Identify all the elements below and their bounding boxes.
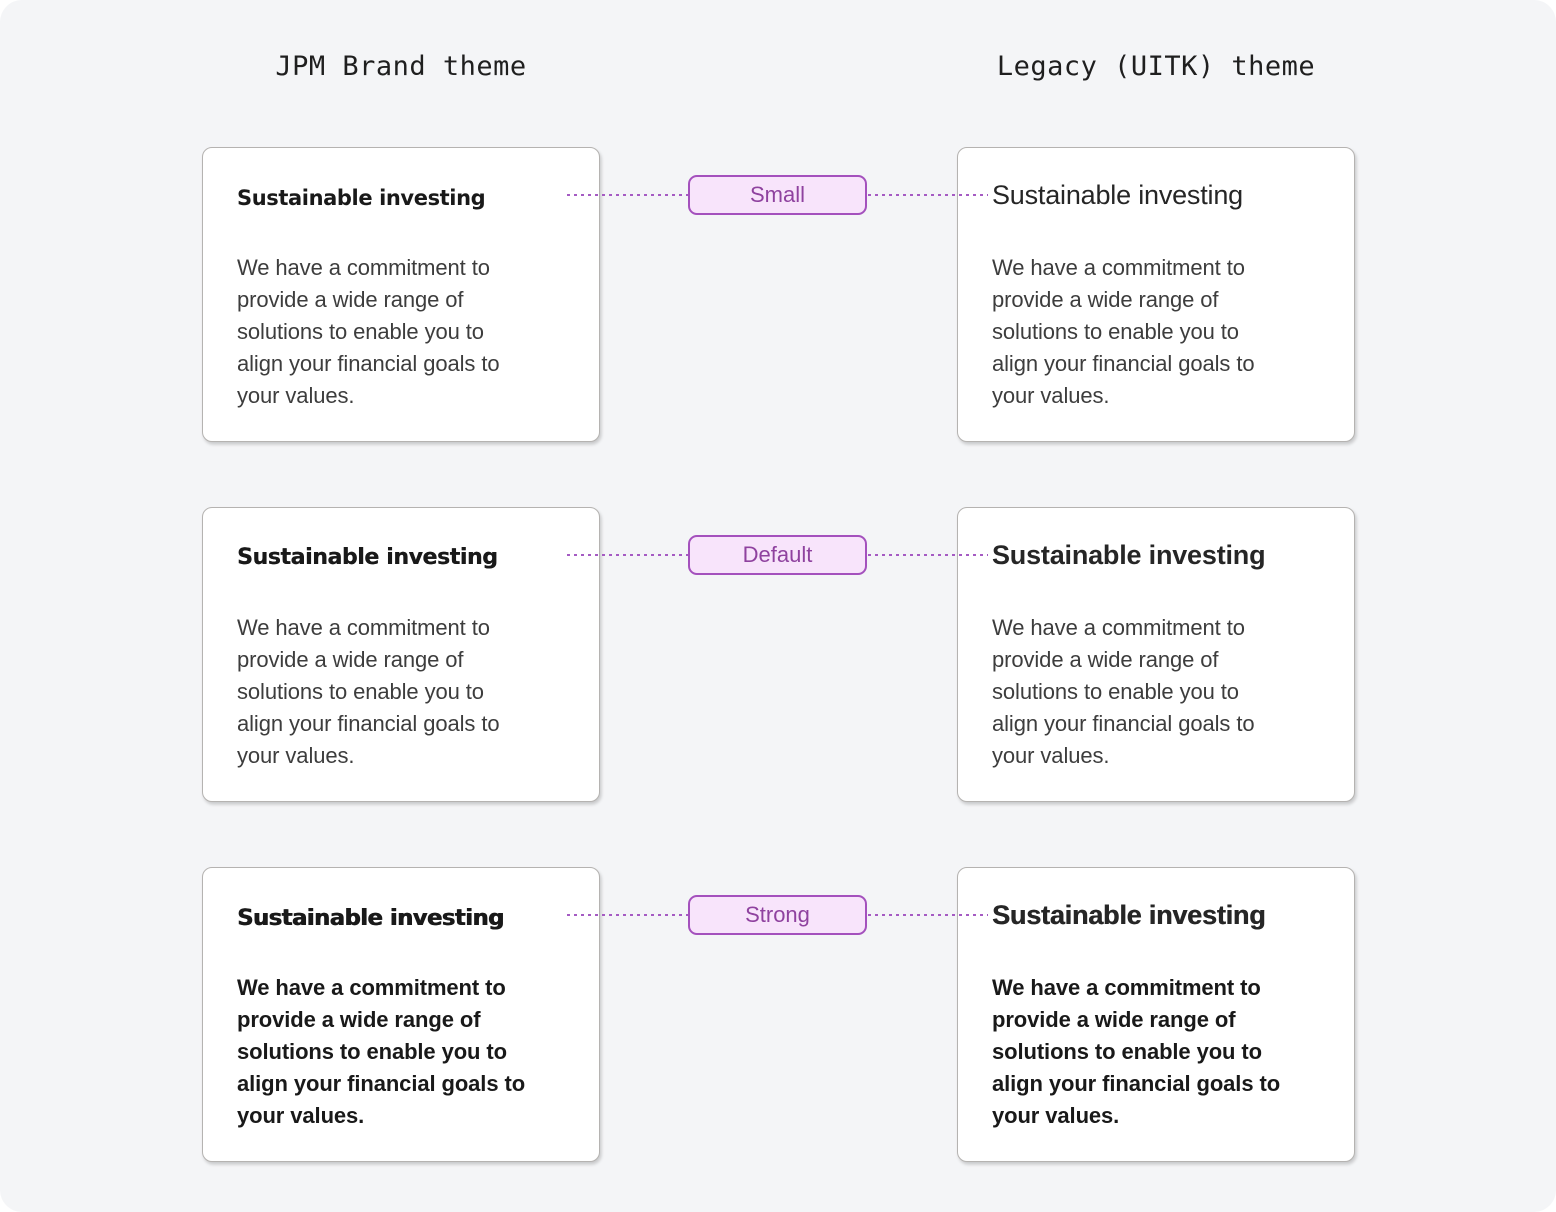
card-title: Sustainable investing: [992, 180, 1243, 210]
card-body-line: solutions to enable you to: [237, 679, 484, 704]
card-body-line: We have a commitment to: [237, 975, 506, 1000]
card-body-line: align your financial goals to: [992, 351, 1255, 376]
card-legacy-small: Sustainable investing We have a commitme…: [957, 147, 1355, 442]
variant-badge-default: Default: [688, 535, 867, 575]
card-body-line: align your financial goals to: [992, 711, 1255, 736]
card-body: We have a commitment to provide a wide r…: [992, 252, 1328, 412]
card-title: Sustainable investing: [237, 186, 486, 210]
card-body-line: your values.: [237, 1103, 365, 1128]
card-legacy-default: Sustainable investing We have a commitme…: [957, 507, 1355, 802]
card-body-line: We have a commitment to: [992, 615, 1245, 640]
card-body-line: your values.: [992, 1103, 1120, 1128]
column-title-legacy-uitk: Legacy (UITK) theme: [996, 51, 1316, 82]
card-body-line: your values.: [237, 743, 355, 768]
card-body-line: solutions to enable you to: [992, 1039, 1262, 1064]
card-body-line: We have a commitment to: [992, 255, 1245, 280]
card-jpm-strong: Sustainable investing We have a commitme…: [202, 867, 600, 1162]
card-body-line: provide a wide range of: [237, 287, 464, 312]
card-body-line: solutions to enable you to: [237, 319, 484, 344]
card-body-line: We have a commitment to: [237, 615, 490, 640]
card-body-line: your values.: [237, 383, 355, 408]
column-title-jpm-brand: JPM Brand theme: [275, 51, 527, 82]
card-body: We have a commitment to provide a wide r…: [992, 612, 1328, 772]
card-body-line: provide a wide range of: [237, 647, 464, 672]
card-body: We have a commitment to provide a wide r…: [237, 612, 573, 772]
card-body-line: provide a wide range of: [237, 1007, 481, 1032]
card-body-line: provide a wide range of: [992, 1007, 1236, 1032]
variant-badge-small: Small: [688, 175, 867, 215]
card-body: We have a commitment to provide a wide r…: [237, 252, 573, 412]
card-body-line: provide a wide range of: [992, 647, 1219, 672]
card-jpm-small: Sustainable investing We have a commitme…: [202, 147, 600, 442]
variant-badge-strong: Strong: [688, 895, 867, 935]
card-body-line: provide a wide range of: [992, 287, 1219, 312]
card-title: Sustainable investing: [992, 900, 1266, 930]
card-body-line: solutions to enable you to: [992, 679, 1239, 704]
card-body-line: solutions to enable you to: [237, 1039, 507, 1064]
card-body-line: align your financial goals to: [237, 711, 500, 736]
card-body-line: align your financial goals to: [237, 351, 500, 376]
card-title: Sustainable investing: [992, 540, 1266, 570]
card-body: We have a commitment to provide a wide r…: [237, 972, 573, 1132]
card-body-line: solutions to enable you to: [992, 319, 1239, 344]
card-body-line: your values.: [992, 383, 1110, 408]
card-title: Sustainable investing: [237, 545, 498, 570]
card-body-line: We have a commitment to: [992, 975, 1261, 1000]
card-body-line: align your financial goals to: [992, 1071, 1281, 1096]
card-title: Sustainable investing: [237, 905, 504, 931]
card-body-line: your values.: [992, 743, 1110, 768]
card-body: We have a commitment to provide a wide r…: [992, 972, 1328, 1132]
card-legacy-strong: Sustainable investing We have a commitme…: [957, 867, 1355, 1162]
card-body-line: We have a commitment to: [237, 255, 490, 280]
card-body-line: align your financial goals to: [237, 1071, 526, 1096]
card-jpm-default: Sustainable investing We have a commitme…: [202, 507, 600, 802]
